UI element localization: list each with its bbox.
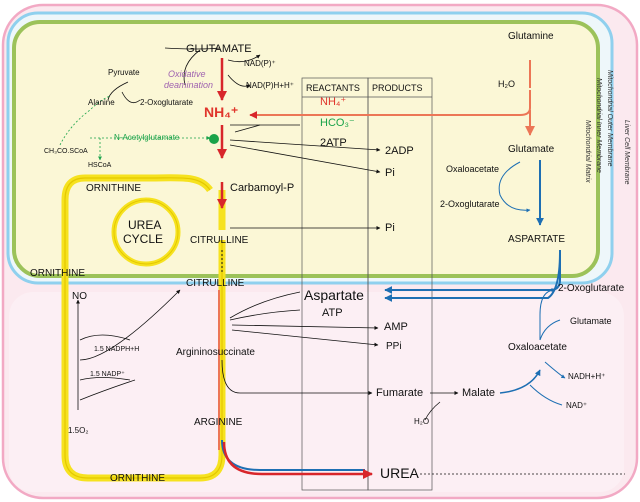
atp2: 2ATP (320, 137, 347, 149)
malate: Malate (462, 387, 496, 399)
arginine: ARGININE (194, 417, 243, 428)
glutamate-top: GLUTAMATE (186, 43, 252, 55)
adp2: 2ADP (385, 145, 414, 157)
nadp-15: 1.5 NADP⁺ (90, 371, 125, 378)
aspartate-mito: ASPARTATE (508, 234, 566, 245)
label-outer-membrane: Mitochondrial Outer Membrane (606, 70, 613, 167)
urea-cycle-word-1: UREA (128, 218, 162, 232)
header-reactants: REACTANTS (306, 83, 360, 93)
nadp-plus: NAD(P)⁺ (244, 59, 276, 68)
ornithine-mito: ORNITHINE (86, 183, 141, 194)
alanine: Alanine (88, 98, 115, 107)
hscoa: HSCoA (88, 162, 112, 169)
citrulline-cyto: CITRULLINE (186, 278, 245, 289)
o2-15: 1.5O₂ (68, 426, 89, 435)
label-inner-membrane: Mitochondrial Inner Membrane (595, 78, 602, 173)
h2o-bottom: H₂O (414, 417, 430, 426)
citrulline-mito: CITRULLINE (190, 235, 249, 246)
nadph: NAD(P)H+H⁺ (246, 81, 295, 90)
glutamine: Glutamine (508, 31, 554, 42)
pyruvate: Pyruvate (108, 68, 140, 77)
argininosuccinate: Argininosuccinate (176, 347, 255, 358)
h2o-top: H₂O (498, 79, 515, 89)
nh4-column: NH₄⁺ (320, 96, 347, 108)
nadph-15: 1.5 NADPH+H (94, 346, 140, 353)
oxoglutarate-right: 2-Oxoglutarate (440, 199, 500, 209)
carbamoyl-p: Carbamoyl-P (230, 182, 295, 194)
label-cell-membrane: Liver Cell Membrane (623, 120, 630, 185)
oxidative-label: Oxidative (168, 69, 206, 79)
ppi: PPi (386, 341, 402, 352)
n-acetylglutamate: N-Acetylglutamate (114, 133, 180, 142)
amp: AMP (384, 321, 408, 333)
pi-1: Pi (385, 167, 395, 179)
oxoglutarate-top: 2-Oxoglutarate (140, 98, 193, 107)
n-acetyl-activator-dot (209, 134, 219, 144)
no-label: NO (72, 291, 87, 302)
glutamate-right: Glutamate (508, 144, 555, 155)
pi-2: Pi (385, 222, 395, 234)
label-matrix: Mitochondrial Matrix (584, 120, 591, 183)
aspartate-cyto: Aspartate (304, 287, 364, 303)
oxaloacetate-right: Oxaloacetate (446, 164, 500, 174)
urea-cycle-word-2: CYCLE (123, 232, 164, 246)
nad: NAD⁺ (566, 401, 588, 410)
ornithine-bottom: ORNITHINE (110, 473, 165, 484)
atp-cyto: ATP (322, 307, 343, 319)
oxaloacetate-cyto: Oxaloacetate (508, 342, 567, 353)
nadh: NADH+H⁺ (568, 372, 606, 381)
urea-product: UREA (380, 465, 419, 481)
products-column (367, 77, 433, 491)
oxoglutarate-cyto: 2-Oxoglutarate (558, 283, 625, 294)
nh4-main: NH₄⁺ (204, 104, 239, 120)
hco3: HCO₃⁻ (320, 117, 355, 129)
deamination-label: deamination (164, 80, 214, 90)
glutamate-cyto: Glutamate (570, 316, 612, 326)
header-products: PRODUCTS (372, 83, 423, 93)
ornithine-left: ORNITHINE (30, 268, 85, 279)
mito-inner-membrane (12, 20, 600, 278)
acetyl-coa: CH₃CO.SCoA (44, 148, 88, 155)
fumarate: Fumarate (376, 387, 424, 399)
